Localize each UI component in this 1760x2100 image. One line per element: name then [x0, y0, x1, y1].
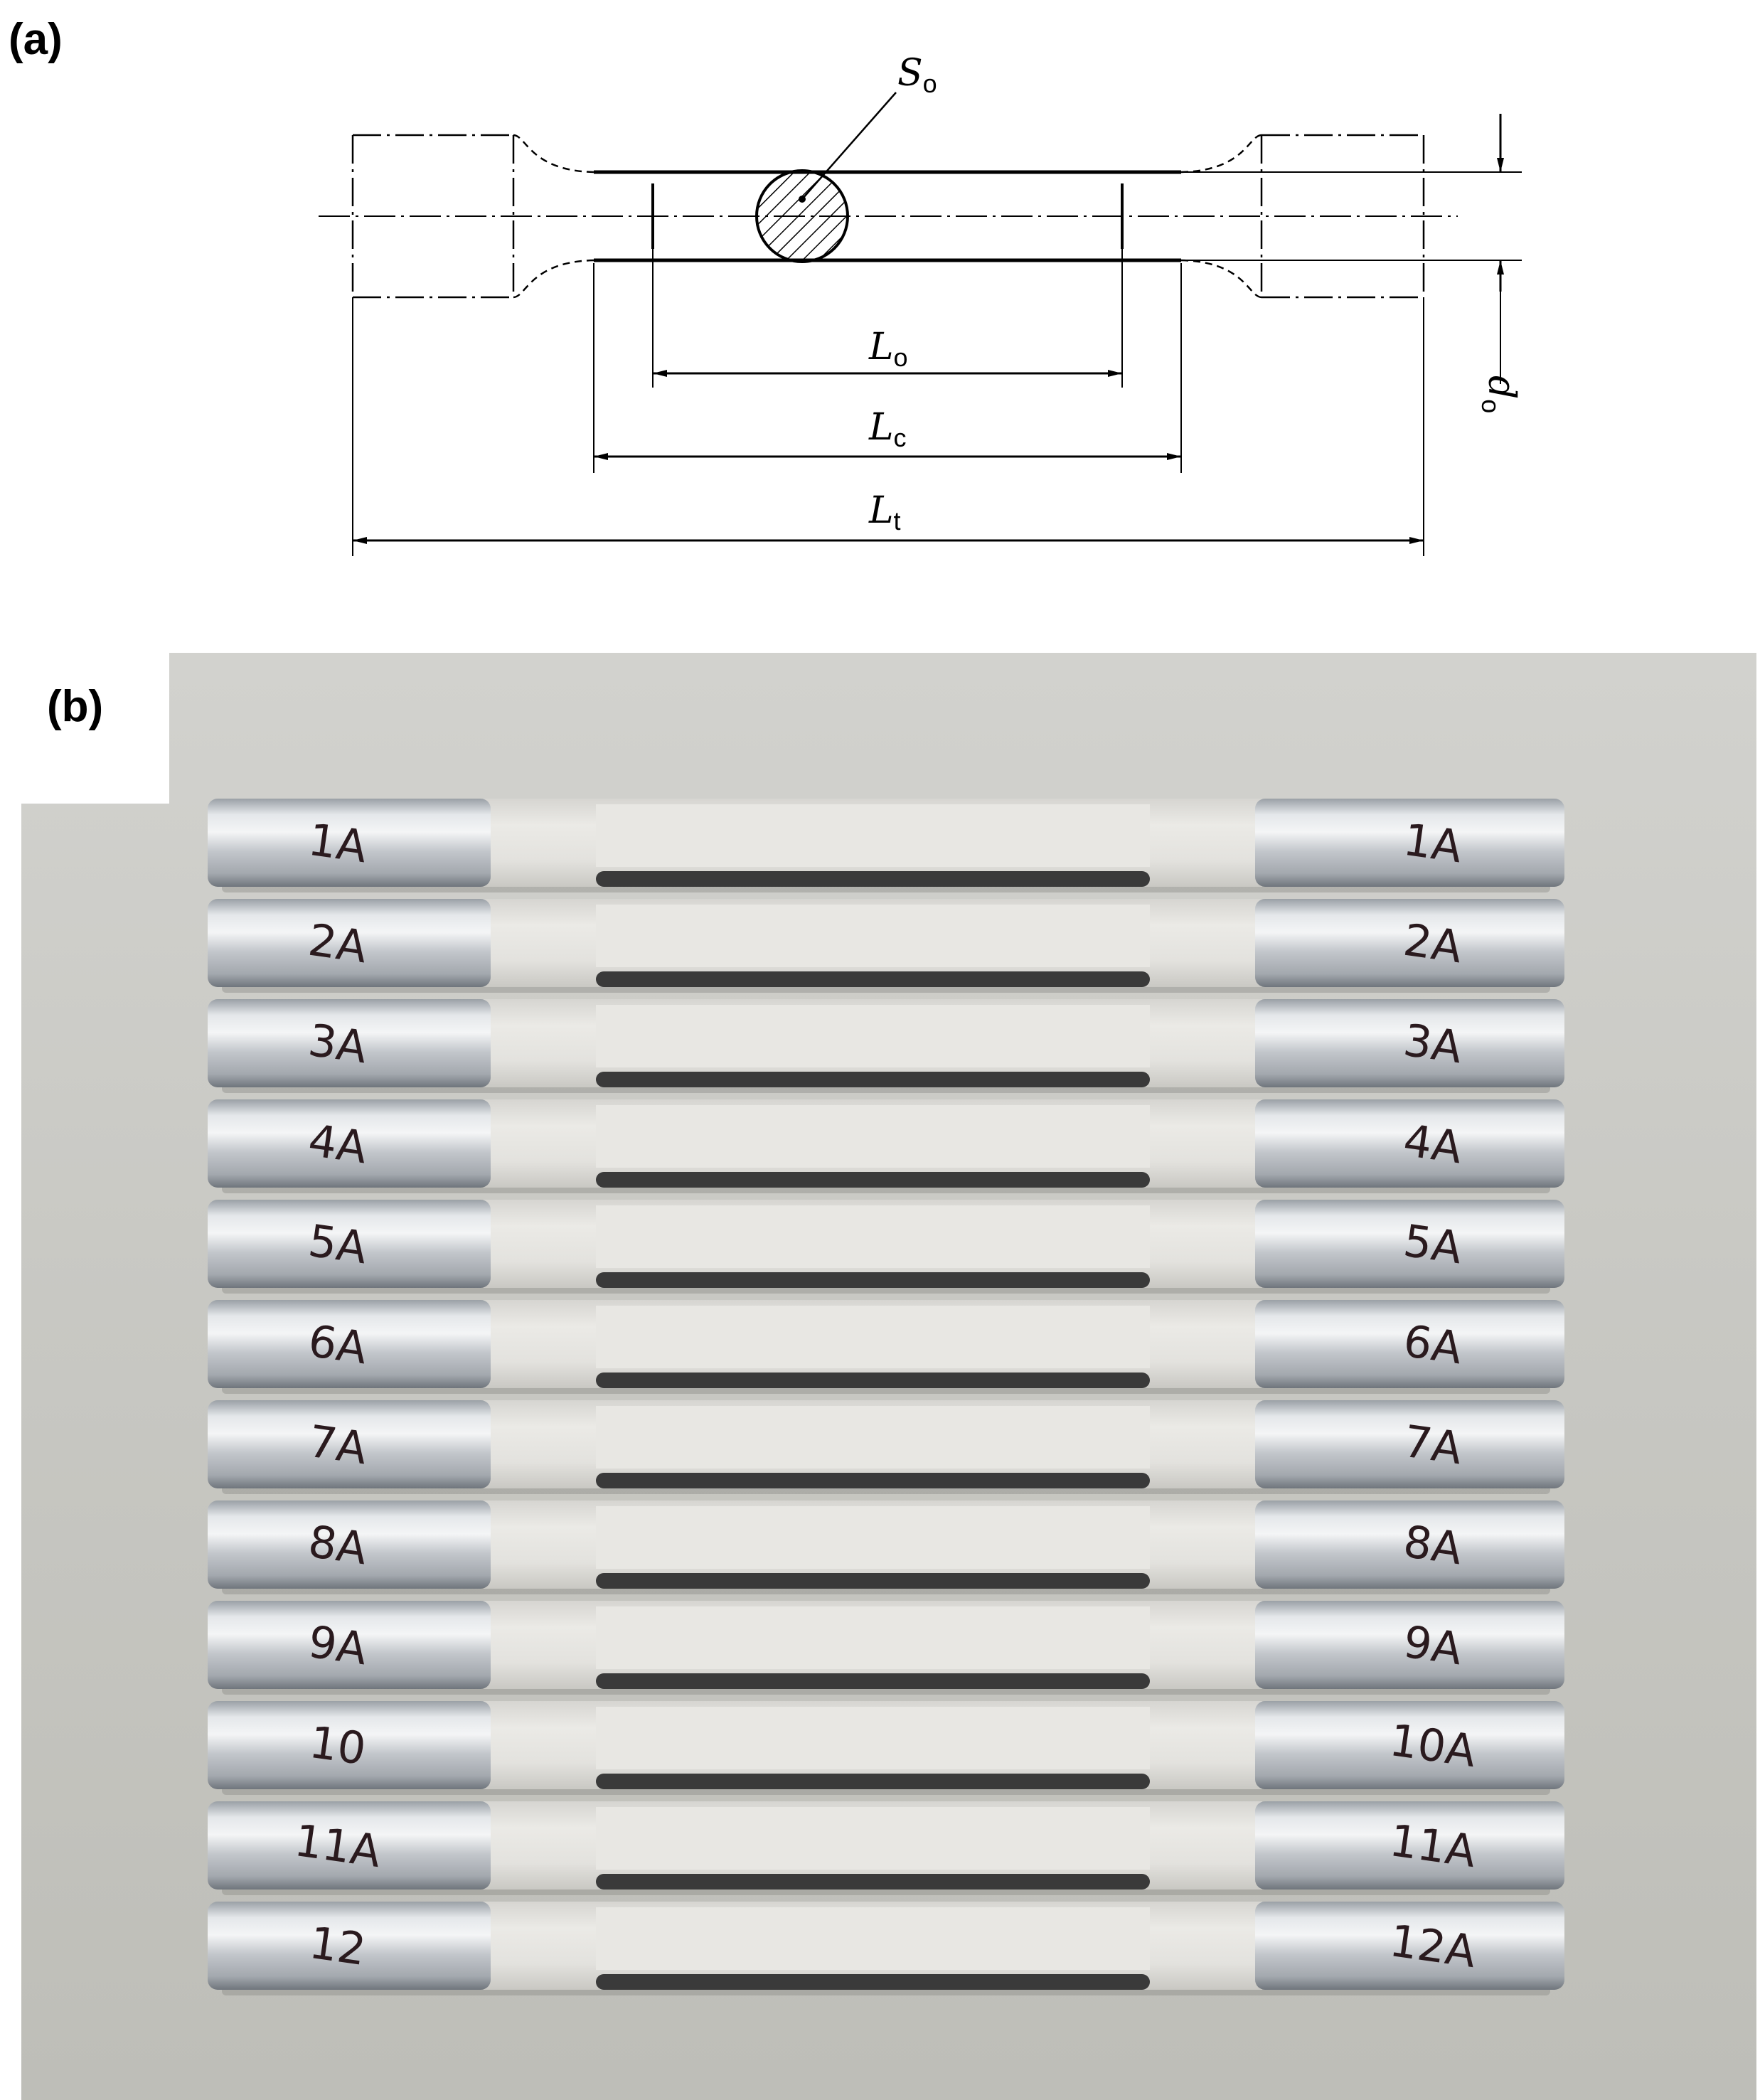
gauge-marks	[651, 183, 1124, 249]
left-grip	[208, 1701, 491, 1789]
right-grip	[1255, 1300, 1564, 1388]
right-mark: 8A	[1400, 1515, 1465, 1575]
right-mark: 9A	[1400, 1616, 1465, 1675]
lc-label: Lc	[868, 406, 907, 452]
panel-label-b: (b)	[47, 682, 104, 731]
right-grip	[1255, 799, 1564, 887]
extension-lines	[352, 171, 1522, 556]
specimen-row: 1A 1A	[208, 799, 1564, 892]
left-grip	[208, 1902, 491, 1990]
left-mark: 11A	[292, 1814, 384, 1877]
right-mark: 10A	[1387, 1714, 1479, 1777]
do-label: do	[1476, 375, 1522, 413]
right-grip	[1255, 999, 1564, 1087]
left-mark: 2A	[305, 914, 370, 974]
left-mark: 4A	[305, 1114, 370, 1174]
specimen-row: 6A 6A	[208, 1300, 1564, 1394]
left-grip	[208, 1400, 491, 1488]
left-grip	[208, 1300, 491, 1388]
specimen-row: 3A 3A	[208, 999, 1564, 1093]
lt-label: Lt	[868, 489, 901, 535]
specimen-row: 7A 7A	[208, 1400, 1564, 1494]
cross-section-circle	[755, 169, 849, 263]
so-leader-line	[801, 92, 897, 200]
right-mark: 11A	[1387, 1814, 1479, 1877]
right-grip	[1255, 1701, 1564, 1789]
specimen-row: 4A 4A	[208, 1099, 1564, 1193]
left-mark: 10	[306, 1716, 369, 1775]
right-grip	[1255, 1200, 1564, 1288]
right-mark: 4A	[1400, 1114, 1465, 1174]
shoulder-fillets	[513, 134, 1262, 299]
specimen-row: 9A 9A	[208, 1601, 1564, 1695]
right-grip	[1255, 1801, 1564, 1890]
right-grip	[1255, 899, 1564, 987]
right-grip	[1255, 1601, 1564, 1689]
right-grip	[1255, 1400, 1564, 1488]
right-grip	[1255, 1902, 1564, 1990]
left-grip	[208, 999, 491, 1087]
specimen-row: 2A 2A	[208, 899, 1564, 993]
left-grip-outline	[351, 134, 515, 299]
left-grip	[208, 1200, 491, 1288]
so-label: So	[897, 52, 937, 98]
right-grip	[1255, 1099, 1564, 1188]
specimen-row: 11A 11A	[208, 1801, 1564, 1895]
panel-label-b-box: (b)	[21, 653, 169, 804]
specimen-technical-drawing: So Lo Lc Lt do	[319, 52, 1522, 556]
left-mark: 1A	[305, 814, 370, 873]
gauge-section-edges	[594, 170, 1181, 262]
right-mark: 6A	[1400, 1315, 1465, 1375]
left-mark: 9A	[305, 1616, 370, 1675]
left-grip	[208, 799, 491, 887]
right-mark: 2A	[1400, 914, 1465, 974]
specimen-row: 5A 5A	[208, 1200, 1564, 1294]
lo-label: Lo	[868, 326, 908, 372]
left-mark: 12	[306, 1917, 369, 1976]
left-grip	[208, 1601, 491, 1689]
specimen-row: 10 10A	[208, 1701, 1564, 1795]
right-grip-outline	[1260, 134, 1425, 299]
right-mark: 7A	[1400, 1415, 1465, 1475]
left-mark: 7A	[305, 1415, 370, 1475]
left-mark: 6A	[305, 1315, 370, 1375]
specimen-row: 8A 8A	[208, 1501, 1564, 1594]
left-mark: 5A	[305, 1215, 370, 1274]
left-grip	[208, 899, 491, 987]
left-mark: 3A	[305, 1014, 370, 1074]
right-grip	[1255, 1501, 1564, 1589]
specimen-row: 12 12A	[208, 1902, 1564, 1995]
panel-label-a: (a)	[9, 15, 63, 64]
right-mark: 3A	[1400, 1014, 1465, 1074]
left-grip	[208, 1801, 491, 1890]
left-mark: 8A	[305, 1515, 370, 1575]
right-mark: 1A	[1400, 814, 1465, 873]
right-mark: 12A	[1387, 1914, 1479, 1978]
right-mark: 5A	[1400, 1215, 1465, 1274]
left-grip	[208, 1501, 491, 1589]
left-grip	[208, 1099, 491, 1188]
